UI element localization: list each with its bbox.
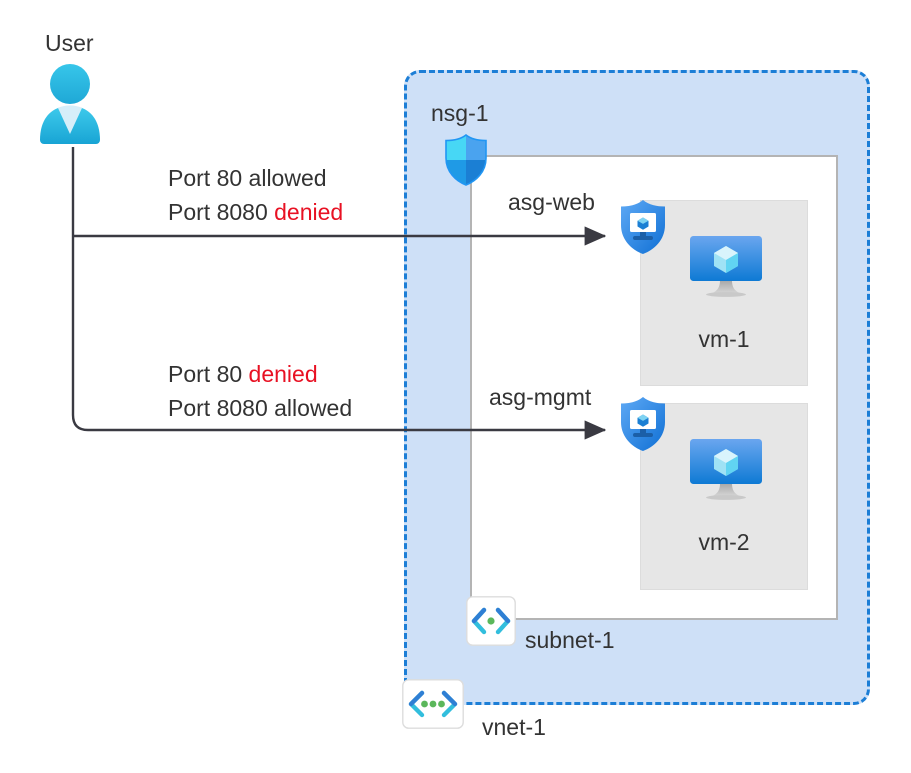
asg-shield-icon-web bbox=[619, 199, 667, 255]
traffic-rule-line: Port 8080 denied bbox=[168, 195, 343, 229]
rule-port-text: Port 80 bbox=[168, 361, 249, 387]
vnet-icon bbox=[402, 679, 464, 729]
vm-icon-1 bbox=[687, 232, 765, 304]
user-label: User bbox=[45, 30, 94, 56]
traffic-rule-line: Port 80 allowed bbox=[168, 161, 343, 195]
traffic-rule-block-mgmt: Port 80 denied Port 8080 allowed bbox=[168, 357, 352, 425]
nsg-label: nsg-1 bbox=[431, 100, 489, 126]
subnet-label: subnet-1 bbox=[525, 627, 615, 653]
rule-port-text: Port 8080 bbox=[168, 199, 275, 225]
shield-icon bbox=[444, 133, 488, 186]
traffic-rule-line: Port 80 denied bbox=[168, 357, 352, 391]
rule-action-text: denied bbox=[274, 199, 344, 225]
traffic-rule-block-web: Port 80 allowed Port 8080 denied bbox=[168, 161, 343, 229]
rule-port-text: Port 80 bbox=[168, 165, 249, 191]
rule-action-text: allowed bbox=[274, 395, 353, 421]
user-icon bbox=[36, 62, 104, 147]
asg-web-label: asg-web bbox=[508, 189, 595, 215]
subnet-icon bbox=[466, 596, 516, 646]
rule-action-text: allowed bbox=[248, 165, 327, 191]
vnet-label: vnet-1 bbox=[482, 714, 546, 740]
asg-shield-icon-mgmt bbox=[619, 396, 667, 452]
vm-1-label: vm-1 bbox=[698, 326, 750, 352]
vm-icon-2 bbox=[687, 435, 765, 507]
rule-port-text: Port 8080 bbox=[168, 395, 275, 421]
asg-mgmt-label: asg-mgmt bbox=[489, 384, 592, 410]
traffic-rule-line: Port 8080 allowed bbox=[168, 391, 352, 425]
rule-action-text: denied bbox=[248, 361, 318, 387]
vm-2-label: vm-2 bbox=[698, 529, 750, 555]
